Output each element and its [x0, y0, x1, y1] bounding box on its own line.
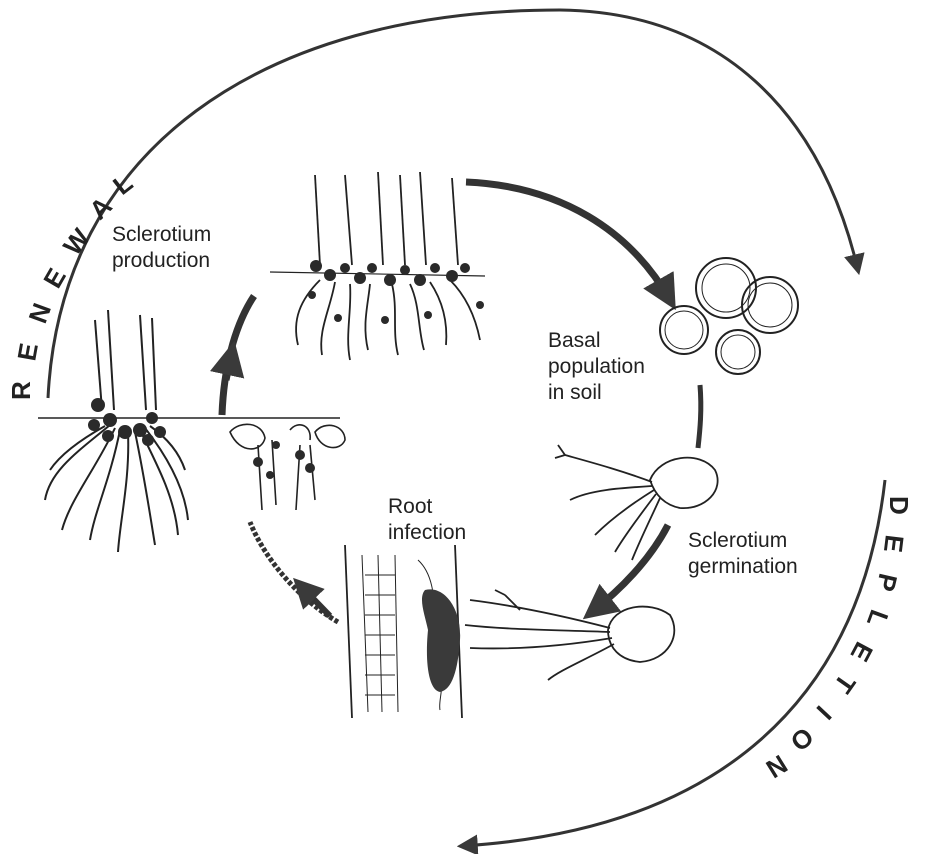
svg-text:R: R — [6, 381, 36, 400]
svg-text:P: P — [870, 571, 903, 595]
sclerotia-top — [308, 260, 484, 324]
label-sclerotium-germination: Sclerotium germination — [688, 528, 798, 580]
depletion-outer-arc — [462, 480, 885, 846]
label-line: population — [548, 354, 645, 380]
label-basal-population: Basal population in soil — [548, 328, 645, 406]
svg-text:E: E — [11, 341, 44, 363]
svg-text:W: W — [57, 223, 96, 261]
basal-population-illustration — [660, 258, 798, 374]
svg-text:T: T — [828, 669, 862, 699]
arrow-basal-down — [698, 385, 701, 448]
arrow-renewal-up — [222, 296, 254, 415]
svg-text:O: O — [785, 721, 820, 757]
label-sclerotium-production: Sclerotium production — [112, 222, 211, 274]
label-line: Sclerotium — [688, 528, 798, 554]
plant-base-top-illustration — [270, 172, 485, 360]
svg-text:N: N — [761, 749, 793, 784]
label-line: infection — [388, 520, 466, 546]
root-infection-lesion — [422, 589, 460, 692]
label-line: in soil — [548, 380, 645, 406]
arrow-production-to-basal — [466, 182, 670, 300]
arrow-germination-to-infection — [592, 525, 668, 612]
seedling-cluster-illustration — [230, 424, 345, 510]
label-line: production — [112, 248, 211, 274]
label-root-infection: Root infection — [388, 494, 466, 546]
renewal-arc-text: R E N E W A L — [6, 167, 138, 400]
svg-text:L: L — [861, 606, 895, 631]
plant-roots-left-illustration — [38, 310, 340, 552]
svg-text:N: N — [22, 299, 57, 327]
label-line: Basal — [548, 328, 645, 354]
label-line: germination — [688, 554, 798, 580]
label-line: Root — [388, 494, 466, 520]
svg-text:I: I — [811, 700, 838, 726]
infecting-sclerotium-illustration — [465, 590, 674, 680]
label-line: Sclerotium — [112, 222, 211, 248]
svg-text:D: D — [884, 496, 914, 515]
svg-text:E: E — [845, 637, 880, 666]
seedling-sclerotia — [253, 441, 315, 479]
svg-text:E: E — [878, 533, 910, 554]
